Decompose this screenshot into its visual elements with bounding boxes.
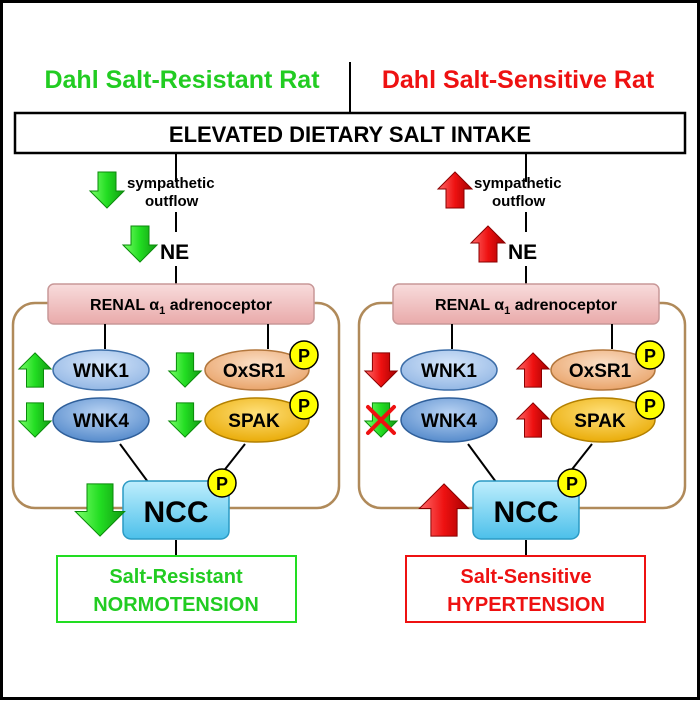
left-panel: sympathetic outflow NE RENAL α1 adrenoce… [11, 153, 341, 623]
right-receptor-suffix: adrenoceptor [510, 297, 617, 314]
left-oxsr1-node [204, 349, 310, 391]
right-wnk1-arrow-down [363, 352, 399, 388]
right-oxsr1-node [550, 349, 656, 391]
left-arrows [17, 171, 203, 537]
right-line-wnk4-ncc [467, 443, 497, 483]
right-outcome-line2: HYPERTENSION [447, 594, 605, 616]
right-spak-node [550, 397, 656, 443]
salt-intake-box [13, 111, 687, 155]
right-ne-arrow-up [469, 225, 507, 263]
left-ncc-arrow-down [74, 483, 126, 537]
right-ne-label: NE [508, 241, 537, 264]
left-ne-arrow-down [121, 225, 159, 263]
right-receptor-alpha: α [494, 297, 504, 314]
right-oxsr1-phospho [635, 340, 665, 370]
left-receptor-label: RENAL α1 adrenoceptor [90, 297, 272, 317]
left-outcome-line1: Salt-Resistant [109, 566, 243, 588]
left-ncc-phospho-label: P [216, 474, 228, 494]
title-salt-resistant: Dahl Salt-Resistant Rat [44, 66, 320, 94]
left-spak-phospho [289, 390, 319, 420]
right-panel: sympathetic outflow NE RENAL α1 adrenoce… [357, 153, 687, 623]
right-receptor-box [392, 283, 660, 325]
left-receptor-alpha: α [149, 297, 159, 314]
left-spak-label: SPAK [228, 411, 280, 432]
salt-intake-label: ELEVATED DIETARY SALT INTAKE [169, 122, 531, 147]
right-wnk4-node [400, 397, 498, 443]
right-receptor-subscript: 1 [504, 305, 510, 317]
right-outflow-label: outflow [492, 193, 546, 210]
left-wnk1-arrow-up [17, 352, 53, 388]
left-wnk4-arrow-down [17, 402, 53, 438]
left-sympathetic-arrow-down [88, 171, 126, 209]
right-ncc-box [472, 480, 580, 540]
left-oxsr1-label: OxSR1 [223, 361, 286, 382]
left-ne-label: NE [160, 241, 189, 264]
left-ncc-box [122, 480, 230, 540]
left-oxsr1-arrow-down [167, 352, 203, 388]
right-spak-arrow-up [515, 402, 551, 438]
left-receptor-suffix: adrenoceptor [165, 297, 272, 314]
left-wnk1-node [52, 349, 150, 391]
right-wnk1-label: WNK1 [421, 361, 477, 382]
left-ncc-phospho [207, 468, 237, 498]
left-receptor-subscript: 1 [159, 305, 165, 317]
right-sympathetic-label: sympathetic [474, 175, 562, 192]
right-ncc-label: NCC [494, 496, 559, 529]
right-receptor-prefix: RENAL [435, 297, 494, 314]
left-receptor-box [47, 283, 315, 325]
right-oxsr1-arrow-up [515, 352, 551, 388]
left-wnk4-label: WNK4 [73, 411, 129, 432]
left-outflow-label: outflow [145, 193, 199, 210]
left-spak-arrow-down [167, 402, 203, 438]
right-spak-phospho [635, 390, 665, 420]
left-spak-node [204, 397, 310, 443]
right-oxsr1-label: OxSR1 [569, 361, 632, 382]
right-ncc-arrow-up [418, 483, 470, 537]
right-spak-label: SPAK [574, 411, 626, 432]
right-ncc-phospho-label: P [566, 474, 578, 494]
right-outcome-line1: Salt-Sensitive [460, 566, 591, 588]
right-oxsr1-phospho-label: P [644, 346, 656, 366]
left-receptor-prefix: RENAL [90, 297, 149, 314]
right-outcome-box [405, 555, 646, 623]
right-wnk4-label: WNK4 [421, 411, 477, 432]
left-oxsr1-phospho-label: P [298, 346, 310, 366]
right-wnk1-node [400, 349, 498, 391]
right-ncc-phospho [557, 468, 587, 498]
right-wnk4-cross-mark-2 [366, 405, 396, 435]
left-wnk1-label: WNK1 [73, 361, 129, 382]
left-oxsr1-phospho [289, 340, 319, 370]
title-salt-sensitive: Dahl Salt-Sensitive Rat [382, 66, 655, 94]
right-arrows [363, 171, 551, 537]
left-spak-phospho-label: P [298, 396, 310, 416]
left-ncc-label: NCC [144, 496, 209, 529]
right-sympathetic-arrow-up [436, 171, 474, 209]
right-spak-phospho-label: P [644, 396, 656, 416]
left-sympathetic-label: sympathetic [127, 175, 215, 192]
left-line-wnk4-ncc [119, 443, 149, 483]
left-outcome-line2: NORMOTENSION [93, 594, 259, 616]
left-outcome-box [56, 555, 297, 623]
right-receptor-label: RENAL α1 adrenoceptor [435, 297, 617, 317]
left-wnk4-node [52, 397, 150, 443]
